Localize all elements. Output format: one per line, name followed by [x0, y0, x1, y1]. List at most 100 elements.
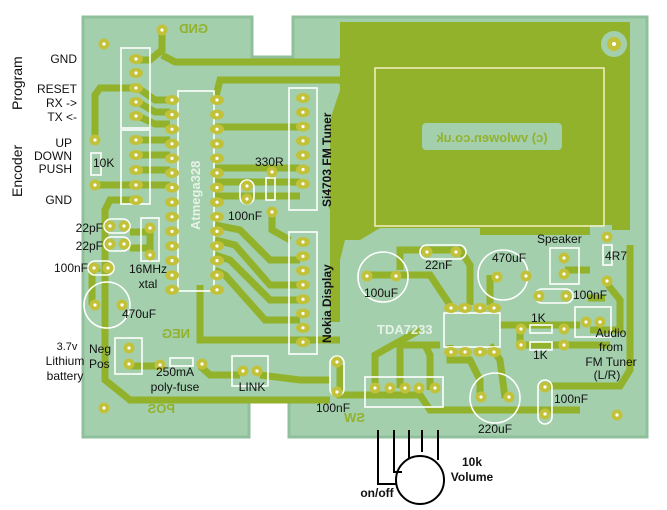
label-fm-tuner: Si4703 FM Tuner [320, 112, 334, 207]
switch-label: on/off [360, 486, 394, 500]
c-220uf-outline [469, 372, 521, 424]
pad-drill-hole [92, 266, 96, 270]
r-330r-outline [265, 177, 276, 201]
pad-drill-hole [270, 210, 274, 214]
label-pos: Pos [89, 357, 110, 371]
pad-drill-hole [170, 171, 174, 175]
label-mcu: Atmega328 [188, 161, 203, 230]
pad-drill-hole [170, 98, 174, 102]
pad-drill-hole [543, 412, 547, 416]
pad-drill-hole [245, 184, 249, 188]
label-c-22nf: 22nF [425, 258, 452, 272]
label-amp: TDA7233 [377, 322, 433, 337]
pad-drill-hole [301, 153, 305, 157]
pad-drill-hole [433, 386, 437, 390]
label-fuse-1: 250mA [156, 365, 194, 379]
label-audio-1: Audio [596, 326, 627, 340]
pad-drill-hole [134, 71, 138, 75]
pad-drill-hole [170, 127, 174, 131]
label-c-100uf: 100uF [364, 286, 398, 300]
pad-drill-hole [562, 327, 566, 331]
pad-drill-hole [335, 360, 339, 364]
pad-drill-hole [365, 274, 369, 278]
label-r-4r7: 4R7 [605, 249, 627, 263]
label-speaker: Speaker [537, 232, 582, 246]
pad-drill-hole [519, 343, 523, 347]
pad-drill-hole [543, 385, 547, 389]
copper-gnd-text: GND [179, 21, 208, 36]
pads [88, 24, 623, 421]
pad-drill-hole [215, 113, 219, 117]
pin-label-tx: TX <- [47, 110, 77, 124]
program-header-outline [120, 47, 151, 129]
pin-label-up: UP [55, 136, 72, 150]
label-r-330r: 330R [255, 155, 284, 169]
pad-drill-hole [170, 200, 174, 204]
pad-drill-hole [122, 224, 126, 228]
display-header-outline [288, 231, 318, 355]
pad-drill-hole [134, 168, 138, 172]
pad-drill-hole [160, 28, 164, 32]
copper-traces [88, 30, 634, 414]
pad-drill-hole [170, 186, 174, 190]
pad-drill-hole [148, 253, 152, 257]
audio-connector-outline [574, 306, 612, 338]
pad-drill-hole [170, 215, 174, 219]
tda7233-outline [443, 312, 501, 348]
label-battery-1: 3.7v [57, 341, 78, 353]
pad-drill-hole [170, 113, 174, 117]
pad-drill-hole [215, 259, 219, 263]
pin-label-gnd-top: GND [50, 52, 77, 66]
pad-drill-hole [241, 369, 245, 373]
label-c-100nf-right: 100nF [573, 288, 607, 302]
label-display: Nokia Display [320, 264, 334, 343]
pad-drill-hole [584, 320, 588, 324]
pad-drill-hole [605, 235, 609, 239]
pad-drill-hole [122, 242, 126, 246]
pad-drill-hole [524, 274, 528, 278]
pad-drill-hole [388, 386, 392, 390]
pad-drill-hole [215, 142, 219, 146]
pad-drill-hole [170, 273, 174, 277]
copper-labels: GND NEG POS SW [147, 21, 365, 425]
pad-drill-hole [148, 226, 152, 230]
volume-pot-wiring [377, 430, 445, 505]
label-c-470uf-left: 470uF [122, 307, 156, 321]
pad-drill-hole [449, 306, 453, 310]
pad-drill-hole [301, 240, 305, 244]
pad-drill-hole [403, 386, 407, 390]
pad-drill-hole [615, 413, 619, 417]
pad-drill-hole [127, 346, 131, 350]
pad-drill-hole [215, 98, 219, 102]
pad-drill-hole [215, 288, 219, 292]
pad-drill-hole [479, 395, 483, 399]
pad-drill-hole [120, 303, 124, 307]
pad-drill-hole [301, 269, 305, 273]
pin-label-gnd-bottom: GND [45, 193, 72, 207]
fuse-outline [169, 357, 194, 367]
link-outline [231, 355, 269, 387]
pad-drill-hole [301, 311, 305, 316]
pad-drill-hole [106, 266, 110, 270]
copper-neg-text: NEG [162, 326, 190, 341]
pad-drill-hole [93, 183, 97, 187]
pad-drill-hole [463, 350, 467, 354]
label-fuse-2: poly-fuse [151, 380, 200, 394]
pad-drill-hole [495, 275, 499, 279]
pad-drill-hole [170, 156, 174, 160]
label-xtal-2: xtal [139, 277, 158, 291]
volume-label-1: 10k [462, 455, 482, 469]
pad-drill-hole [215, 273, 219, 277]
encoder-label: Encoder [9, 145, 25, 197]
label-audio-3: FM Tuner [585, 355, 636, 369]
pad-drill-hole [301, 182, 305, 186]
pad-drill-hole [134, 138, 138, 142]
pin-label-down: DOWN [34, 149, 72, 163]
pad-drill-hole [598, 320, 602, 324]
pad-drill-hole [134, 198, 138, 202]
pad-drill-hole [492, 350, 496, 354]
pad-drill-hole [134, 86, 138, 90]
pad-drill-hole [170, 259, 174, 263]
copper-sw-text: SW [343, 410, 365, 425]
